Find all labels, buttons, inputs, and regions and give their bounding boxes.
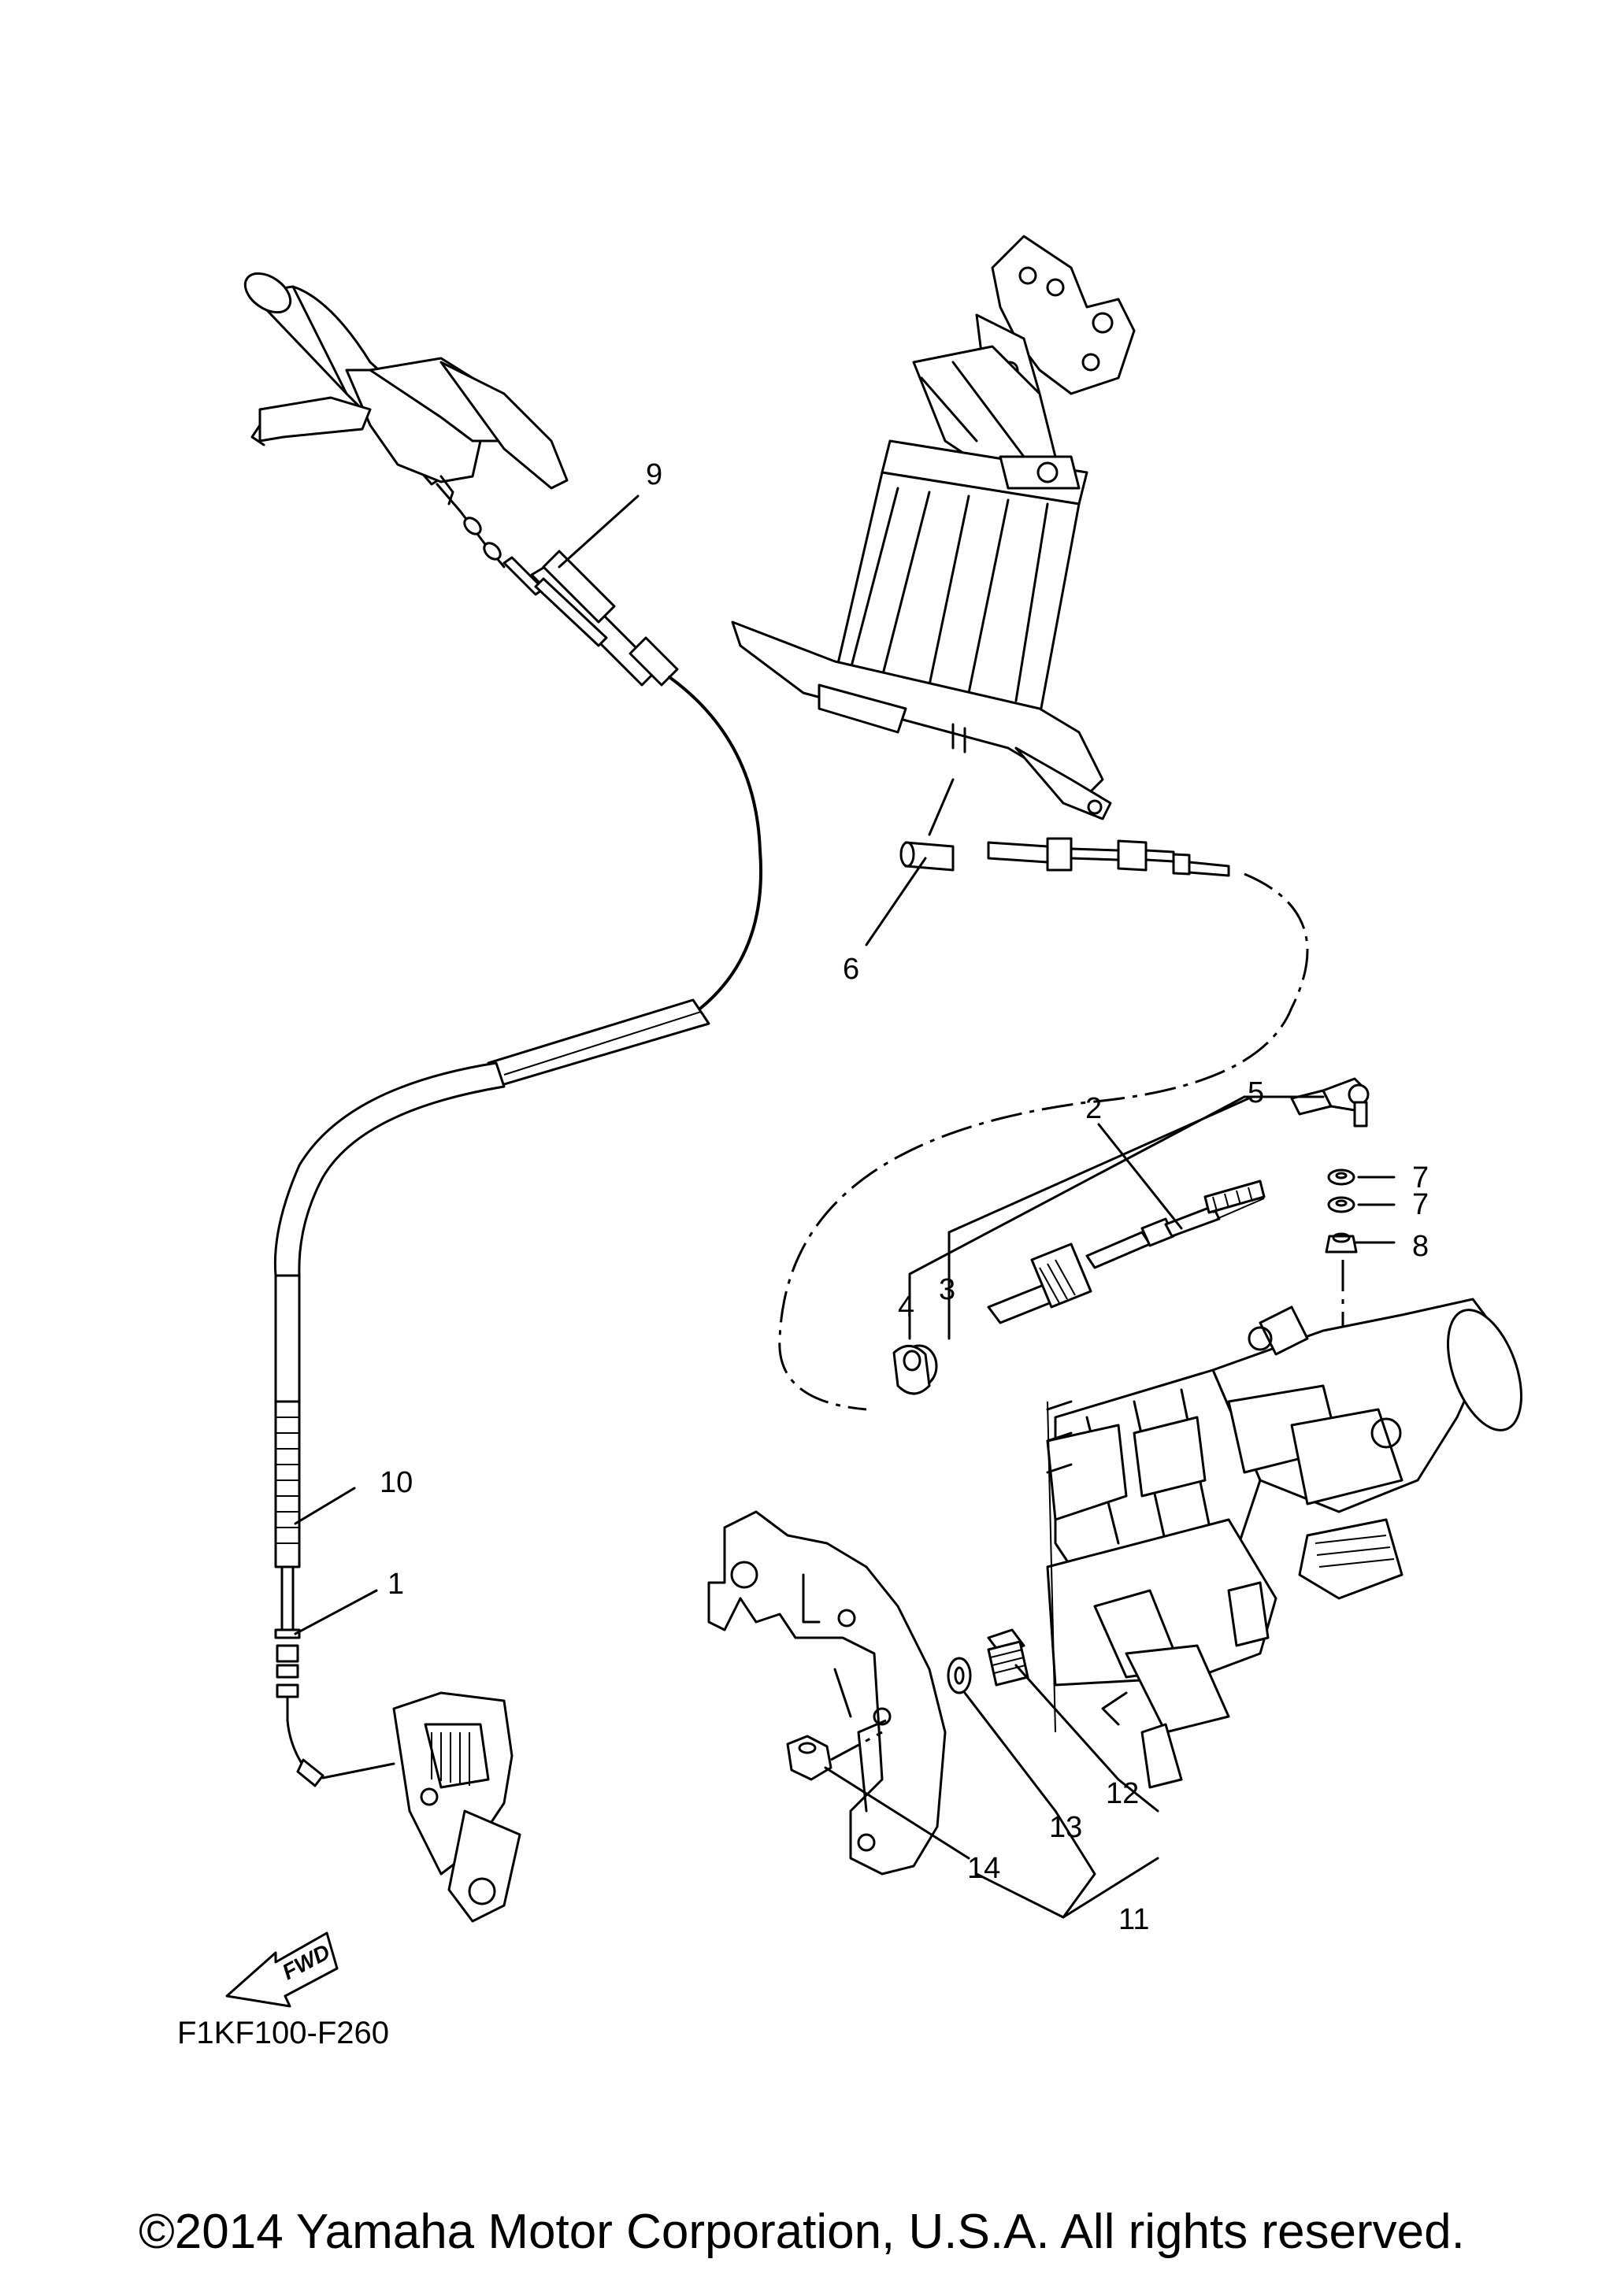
callout-8: 8 (1412, 1230, 1429, 1263)
copyright-notice: ©2014 Yamaha Motor Corporation, U.S.A. A… (139, 2205, 1465, 2259)
washers-drawing (892, 1168, 1358, 1395)
callout-7-upper: 7 (1412, 1161, 1429, 1194)
cable-1-drawing (274, 1565, 324, 1787)
callout-10: 10 (380, 1466, 413, 1499)
handlebar-grip-drawing (243, 272, 569, 505)
callout-14: 14 (967, 1852, 1000, 1885)
callout-4: 4 (898, 1291, 914, 1324)
callout-2: 2 (1085, 1092, 1102, 1125)
fwd-arrow-icon: FWD (225, 1931, 339, 2008)
fittings-12-13-14-drawing (786, 1628, 1029, 1781)
callout-11: 11 (1118, 1903, 1149, 1936)
callout-5: 5 (1248, 1076, 1264, 1109)
callout-13: 13 (1049, 1811, 1082, 1844)
hull-bracket-drawing (707, 1510, 947, 1876)
cable-2-drawing (987, 1179, 1266, 1324)
callout-numbers: 9 6 2 5 7 7 8 3 4 10 1 12 13 14 11 (380, 458, 1429, 1936)
callout-1: 1 (387, 1568, 404, 1601)
diagram-code: F1KF100-F260 (177, 2016, 389, 2050)
leader-lines (294, 494, 1396, 1919)
callout-7-lower: 7 (1412, 1188, 1429, 1221)
callout-12: 12 (1106, 1777, 1139, 1810)
throttle-body-drawing (321, 1691, 521, 1923)
callout-9: 9 (646, 458, 662, 491)
callout-6: 6 (843, 953, 859, 986)
cable-9-spring-segment (542, 550, 679, 687)
steering-cable-drawing (778, 778, 1309, 1411)
cable-10-drawing (273, 998, 710, 1568)
steering-column-drawing (731, 235, 1136, 820)
jet-pump-drawing (1046, 1260, 1522, 1789)
callout-3: 3 (939, 1273, 955, 1306)
joint-5-drawing (1290, 1077, 1370, 1128)
cable-9-drawing (436, 483, 763, 1009)
